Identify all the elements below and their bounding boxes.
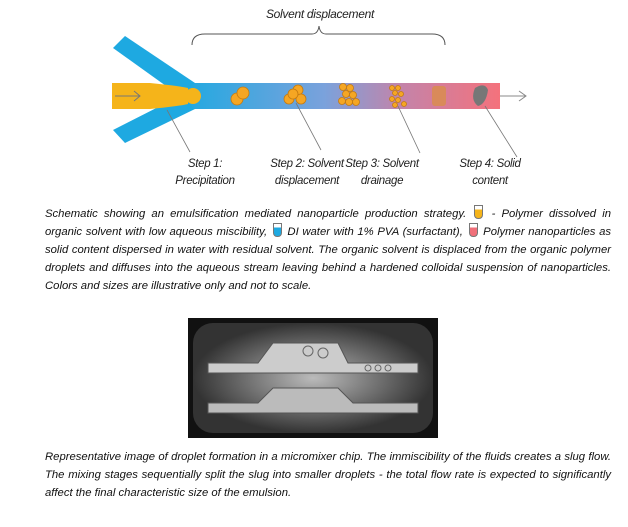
micromixer-caption: Representative image of droplet formatio…	[45, 451, 611, 499]
micromixer-photo	[188, 318, 438, 438]
brace	[191, 25, 446, 46]
step-1-line1: Step 1:	[187, 158, 223, 170]
nanoparticle-tube-icon	[468, 223, 478, 237]
step-4-line2: content	[472, 175, 508, 187]
step-1-line2: Precipitation	[175, 175, 235, 187]
step-4-label: Step 4: Solid content	[445, 156, 535, 190]
step-3-label: Step 3: Solvent drainage	[337, 156, 427, 190]
step-3-line2: drainage	[360, 175, 404, 187]
water-inlet-bottom	[113, 96, 195, 143]
schematic-title: Solvent displacement	[265, 7, 375, 21]
caption1-part1: Schematic showing an emulsification medi…	[45, 208, 467, 220]
emulsification-schematic	[112, 25, 527, 158]
water-inlet-top	[113, 36, 195, 96]
organic-stream	[112, 83, 188, 109]
caption1-part3: DI water with 1% PVA (surfactant),	[287, 226, 463, 238]
water-tube-icon	[272, 223, 282, 237]
step-4-line1: Step 4: Solid	[459, 158, 521, 170]
schematic-caption: Schematic showing an emulsification medi…	[45, 205, 611, 295]
step-1-label: Step 1: Precipitation	[160, 156, 250, 190]
step-2-line2: displacement	[274, 175, 340, 187]
step-2-label: Step 2: Solvent displacement	[262, 156, 352, 190]
step-3-line1: Step 3: Solvent	[345, 158, 419, 170]
caption1-part4: Polymer nanoparticles as solid content d…	[45, 226, 612, 292]
organic-tube-icon	[474, 205, 484, 219]
step-2-line1: Step 2: Solvent	[270, 158, 344, 170]
caption1-part2: - Polymer dissolved in organic solvent w…	[45, 208, 612, 238]
